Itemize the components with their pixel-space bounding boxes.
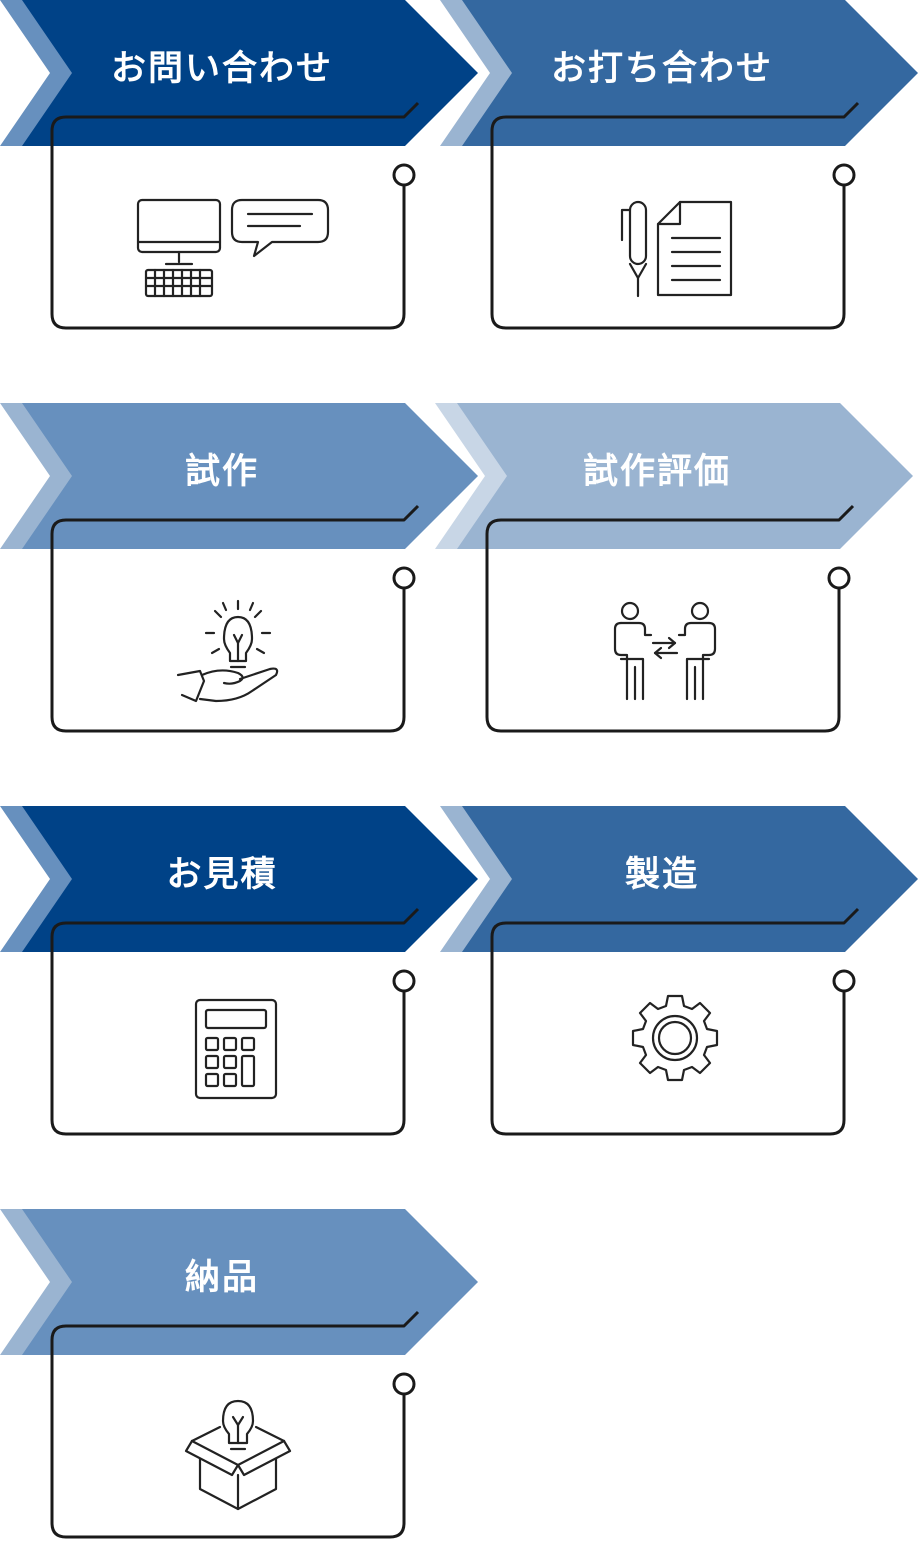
step-frame [435,403,913,733]
step-frame [0,1209,478,1539]
step-label: 納品 [184,1258,259,1298]
people-exchange-icon [555,583,717,713]
step-label: お見積 [166,855,278,895]
step-label: お問い合わせ [110,49,333,89]
flow-step-estimate: お見積 [0,806,480,1151]
step-label: 製造 [624,855,699,895]
calculator-icon [120,986,280,1116]
step-frame [440,0,918,330]
flow-step-prototype: 試作 [0,403,480,748]
flow-step-inquiry: お問い合わせ [0,0,480,345]
step-frame [0,0,478,330]
computer-chat-icon [120,180,330,310]
gear-icon [560,986,720,1116]
flow-step-delivery: 納品 [0,1209,480,1554]
pen-document-icon [560,180,733,310]
step-frame [0,403,478,733]
step-label: お打ち合わせ [550,49,773,89]
box-lightbulb-icon [120,1389,292,1519]
flow-step-manufacturing: 製造 [440,806,920,1151]
hand-lightbulb-icon [120,583,280,713]
step-frame [440,806,918,1136]
step-label: 試作 [184,452,259,492]
flow-step-meeting: お打ち合わせ [440,0,920,345]
step-label: 試作評価 [582,452,731,492]
step-frame [0,806,478,1136]
flow-step-evaluation: 試作評価 [435,403,915,748]
